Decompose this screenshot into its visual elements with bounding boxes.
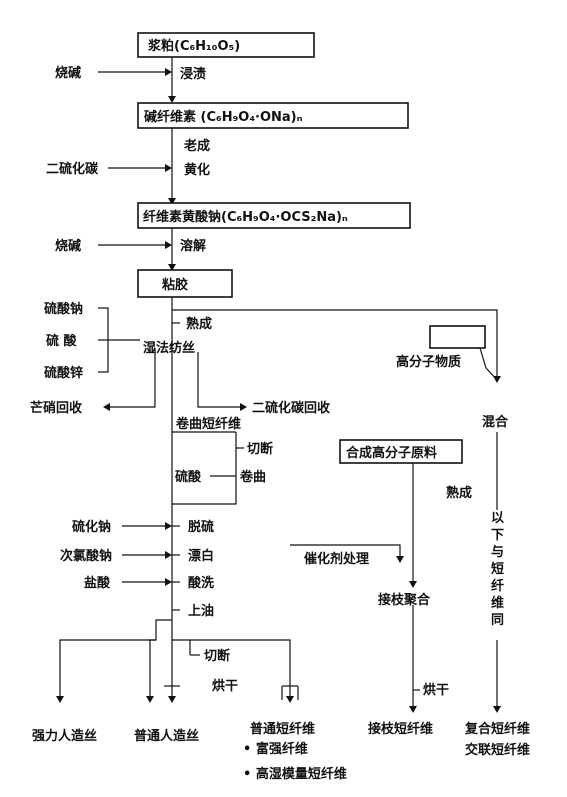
reagent-glauber-recovery: 芒硝回收 — [30, 400, 83, 416]
step-desulfur: 脱硫 — [188, 519, 214, 535]
box-synthetic-raw-label: 合成高分子原料 — [346, 445, 437, 461]
reagent-cs2-recovery: 二硫化碳回收 — [252, 400, 331, 416]
step-graft: 接枝聚合 — [378, 592, 431, 608]
step-dry: 烘干 — [212, 678, 238, 694]
box-alkali-cellulose-label: 碱纤维素 (C₆H₉O₄·ONa)ₙ — [144, 109, 303, 125]
step-ticks — [172, 322, 180, 611]
step-labels: 浸渍 老成 黄化 溶解 熟成 湿法纺丝 卷曲短纤维 切断 卷曲 脱硫 漂白 酸洗… — [143, 66, 509, 698]
product-crosslink-staple: 交联短纤维 — [465, 742, 530, 758]
box-synthetic-raw: 合成高分子原料 — [339, 439, 463, 464]
arrow-into-viscose — [168, 264, 176, 271]
step-ripen2: 熟成 — [446, 485, 472, 501]
reagent-sulfuric-acid: 硫 酸 — [46, 333, 78, 349]
step-xanthation: 黄化 — [184, 162, 210, 178]
box-pulp: 浆粕(C₆H₁₀O₅) — [137, 32, 315, 58]
step-cut2: 切断 — [204, 648, 230, 664]
step-acid-wash: 酸洗 — [188, 575, 214, 591]
product-labels: 强力人造丝 普通人造丝 普通短纤维 • 富强纤维 • 高湿模量短纤维 接枝短纤维… — [32, 721, 530, 782]
box-xanthate-label: 纤维素黄酸钠(C₆H₉O₄·OCS₂Na)ₙ — [143, 209, 348, 225]
reagent-polymer: 高分子物质 — [396, 354, 461, 370]
step-mix: 混合 — [482, 414, 509, 430]
crimp-staple-subprocess — [172, 431, 244, 505]
reagent-catalyst: 催化剂处理 — [304, 551, 369, 567]
glauber-recovery-branch — [103, 348, 156, 411]
bottom-branches — [56, 619, 299, 703]
product-ordinary-staple: 普通短纤维 — [250, 721, 315, 737]
step-dissolve: 溶解 — [180, 238, 206, 254]
product-high-wet-modulus: • 高湿模量短纤维 — [243, 766, 347, 782]
step-dry2: 烘干 — [423, 682, 449, 698]
reagent-sodium-hypochlorite: 次氯酸钠 — [60, 548, 112, 564]
step-age: 老成 — [183, 138, 210, 154]
product-ordinary-rayon: 普通人造丝 — [134, 728, 199, 744]
reagent-labels: 烧碱 二硫化碳 烧碱 硫酸钠 硫 酸 硫酸锌 芒硝回收 二硫化碳回收 硫酸 硫化… — [30, 65, 461, 591]
reagent-sodium-sulfate: 硫酸钠 — [44, 301, 83, 317]
reagent-caustic-soda-2: 烧碱 — [55, 238, 81, 254]
box-viscose: 粘胶 — [137, 269, 233, 298]
step-same-note: 以下与短纤维同 — [491, 511, 504, 628]
right-branch-from-viscose — [172, 309, 501, 713]
reagent-sulfuric-acid-2: 硫酸 — [175, 469, 202, 485]
product-graft-staple: 接枝短纤维 — [368, 721, 433, 737]
cs2-recovery-branch — [197, 352, 247, 411]
reagent-arrows — [98, 68, 172, 586]
reagent-caustic-soda-1: 烧碱 — [55, 65, 81, 81]
product-rich-strong: • 富强纤维 — [243, 741, 308, 757]
step-bleach: 漂白 — [188, 548, 214, 564]
box-alkali-cellulose: 碱纤维素 (C₆H₉O₄·ONa)ₙ — [137, 102, 409, 129]
box-polymer-substance — [429, 325, 486, 349]
box-pulp-label: 浆粕(C₆H₁₀O₅) — [147, 38, 240, 54]
step-ripen: 熟成 — [186, 316, 212, 332]
step-wet-spin: 湿法纺丝 — [143, 340, 195, 356]
product-composite-staple: 复合短纤维 — [464, 721, 530, 737]
box-xanthate: 纤维素黄酸钠(C₆H₉O₄·OCS₂Na)ₙ — [137, 202, 411, 229]
reagent-hydrochloric-acid: 盐酸 — [84, 575, 111, 591]
arrow-into-xanthate — [168, 198, 176, 205]
step-crimp-staple: 卷曲短纤维 — [176, 416, 241, 432]
product-high-strength: 强力人造丝 — [32, 728, 97, 744]
reagent-zinc-sulfate: 硫酸锌 — [44, 365, 83, 381]
reagent-sodium-sulfide: 硫化钠 — [72, 519, 111, 535]
reagent-carbon-disulfide: 二硫化碳 — [46, 161, 99, 177]
step-steep: 浸渍 — [180, 66, 206, 82]
graft-branch — [290, 463, 420, 713]
arrow-into-alkali-cellulose — [168, 96, 176, 103]
step-oil: 上油 — [188, 603, 214, 619]
step-crimp: 卷曲 — [240, 469, 266, 485]
box-viscose-label: 粘胶 — [161, 277, 188, 293]
step-cut: 切断 — [247, 441, 273, 457]
